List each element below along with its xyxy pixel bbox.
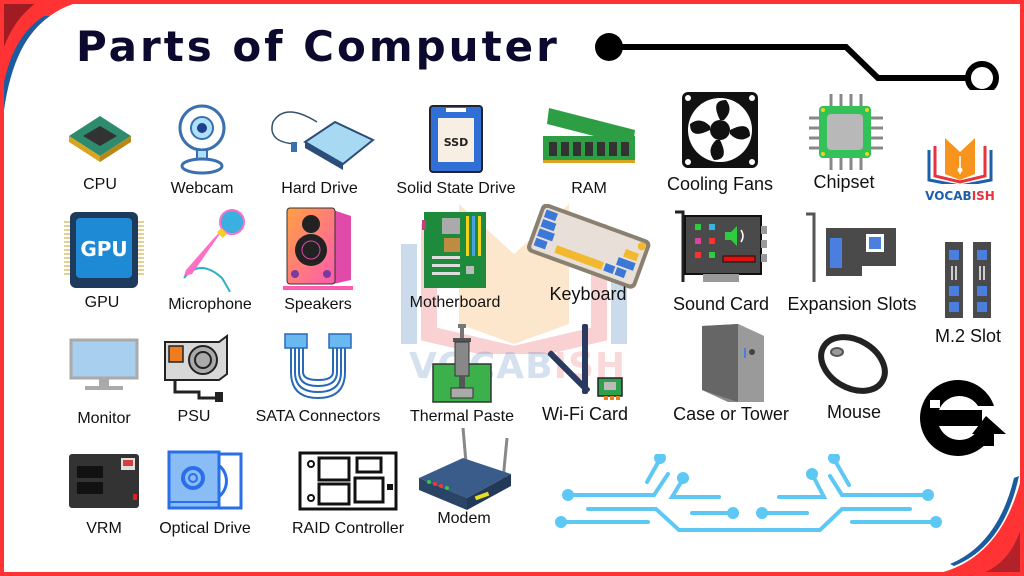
- item-microphone: Microphone: [160, 208, 260, 314]
- expansion-slot-icon: [806, 212, 896, 282]
- circuit-trace-bottom: [555, 454, 942, 532]
- item-motherboard: Motherboard: [402, 210, 508, 312]
- wifi-card-icon: [547, 324, 623, 400]
- item-optical-drive: Optical Drive: [150, 450, 260, 538]
- item-psu: PSU: [158, 334, 230, 426]
- m2-slot-icon: [945, 242, 991, 318]
- item-keyboard: Keyboard: [524, 204, 652, 305]
- webcam-icon: [178, 104, 226, 175]
- ram-icon: [543, 108, 635, 163]
- motherboard-icon: [422, 212, 486, 288]
- item-speakers: Speakers: [280, 206, 356, 314]
- item-wifi-card: Wi-Fi Card: [530, 322, 640, 425]
- vocabish-logo: VOCABISH: [920, 134, 1000, 203]
- monitor-icon: [69, 338, 139, 390]
- svg-text:SSD: SSD: [444, 136, 468, 149]
- modem-icon: [419, 427, 511, 510]
- item-raid-controller: RAID Controller: [284, 450, 412, 538]
- book-logo-icon: [927, 138, 993, 188]
- item-mouse: Mouse: [816, 334, 892, 423]
- thermal-paste-icon: [432, 324, 492, 403]
- item-sound-card: Sound Card: [668, 210, 774, 315]
- optical-drive-icon: [167, 450, 243, 510]
- item-webcam: Webcam: [162, 102, 242, 198]
- item-gpu: GPU GPU: [64, 210, 144, 312]
- gpu-icon: GPU: [64, 212, 144, 288]
- e-brand-icon: [920, 380, 1006, 456]
- circuit-trace-top: [595, 33, 999, 90]
- svg-text:GPU: GPU: [80, 237, 127, 261]
- microphone-icon: [183, 209, 245, 292]
- corner-swoosh-top-left: [4, 4, 74, 110]
- item-sata-connectors: SATA Connectors: [248, 332, 388, 426]
- item-modem: Modem: [414, 424, 514, 528]
- vrm-icon: [69, 454, 139, 508]
- item-ram: RAM: [534, 102, 644, 198]
- item-case-tower: Case or Tower: [668, 322, 794, 425]
- item-ssd: SSD Solid State Drive: [388, 102, 524, 198]
- hard-drive-icon: [270, 111, 375, 170]
- sata-connector-icon: [284, 333, 352, 400]
- corner-swoosh-bottom-right: [943, 476, 1020, 572]
- chipset-icon: [809, 94, 883, 170]
- page-title: Parts of Computer: [76, 22, 560, 71]
- item-cooling-fans: Cooling Fans: [660, 90, 780, 195]
- item-expansion-slots: Expansion Slots: [780, 210, 924, 315]
- psu-icon: [164, 334, 228, 402]
- item-hard-drive: Hard Drive: [262, 102, 377, 198]
- cpu-icon: [69, 116, 131, 162]
- poster-card: Parts of Computer VOCABISH CPU: [4, 4, 1020, 572]
- item-cpu: CPU: [60, 102, 140, 194]
- item-m2-slot: M.2 Slot: [930, 240, 1006, 347]
- item-monitor: Monitor: [66, 336, 142, 428]
- case-tower-icon: [702, 324, 764, 402]
- cooling-fan-icon: [682, 92, 758, 168]
- item-thermal-paste: Thermal Paste: [402, 322, 522, 426]
- sound-card-icon: [675, 210, 767, 282]
- ssd-icon: SSD: [429, 105, 483, 173]
- item-vrm: VRM: [66, 450, 142, 538]
- mouse-icon: [818, 334, 888, 394]
- speakers-icon: [283, 207, 353, 290]
- item-chipset: Chipset: [800, 92, 888, 193]
- logo-text: VOCABISH: [925, 189, 995, 203]
- keyboard-icon: [526, 204, 651, 289]
- raid-controller-icon: [298, 451, 398, 511]
